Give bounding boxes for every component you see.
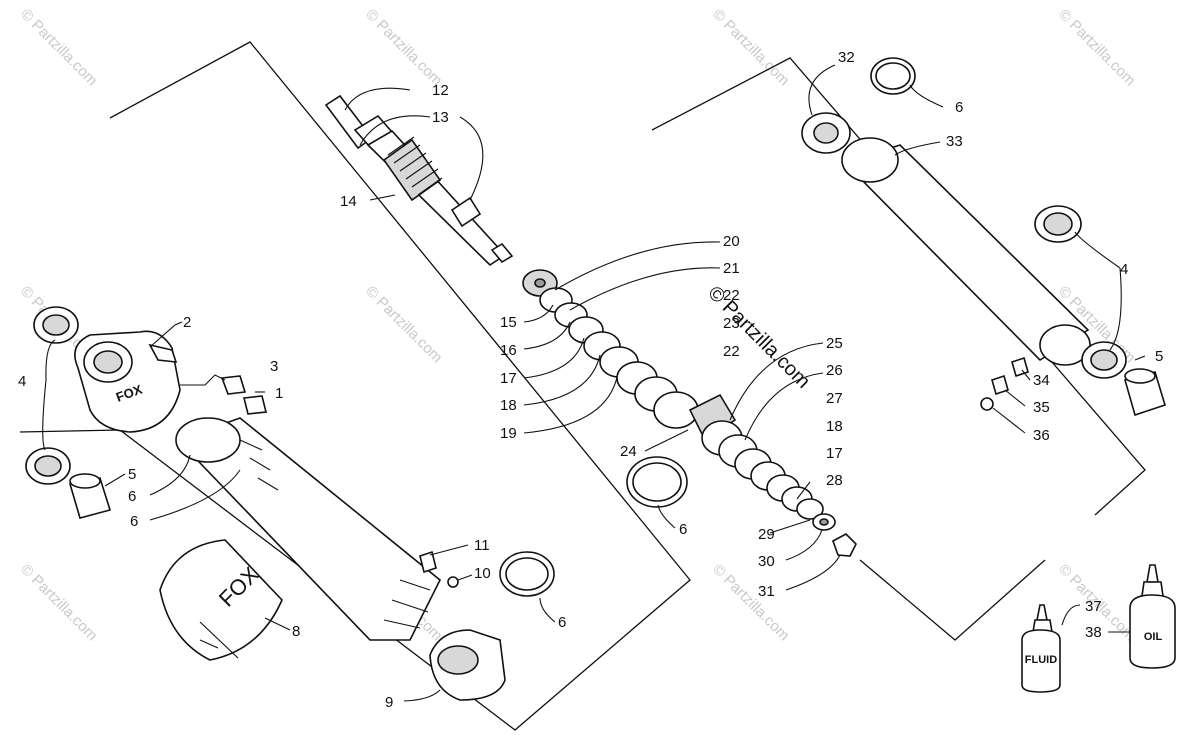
callout-label: 16 xyxy=(500,342,517,359)
callout-label: 13 xyxy=(432,109,449,126)
callout-label: 22 xyxy=(723,343,740,360)
callout-label: 19 xyxy=(500,425,517,442)
fitting-1 xyxy=(243,395,267,415)
seal-6-upper xyxy=(870,57,916,95)
left-assembly-frame xyxy=(19,41,691,731)
callout-label: 28 xyxy=(826,472,843,489)
watermark: © Partzilla.com xyxy=(362,283,445,366)
callout-label: 32 xyxy=(838,49,855,66)
callout-labels: 1 2 3 4 5 5 6 6 6 6 6 7 8 9 10 11 12 13 … xyxy=(18,49,1163,711)
seal-6-center xyxy=(626,456,688,508)
callout-label: 18 xyxy=(500,397,517,414)
fitting-34 xyxy=(1011,356,1029,378)
fitting-35 xyxy=(991,374,1009,396)
watermark: © Partzilla.com xyxy=(362,6,445,89)
callout-label: 24 xyxy=(620,443,637,460)
callout-label: 5 xyxy=(128,466,136,483)
bushing-4-lower-right xyxy=(1081,341,1127,379)
reservoir-head: FOX xyxy=(74,330,181,433)
spacer-5-left xyxy=(68,473,112,519)
callout-label: 27 xyxy=(826,390,843,407)
valve-core xyxy=(419,550,437,574)
watermark: © Partzilla.com xyxy=(709,6,792,89)
callout-label: 3 xyxy=(270,358,278,375)
callout-label: 17 xyxy=(826,445,843,462)
callout-label: 37 xyxy=(1085,598,1102,615)
callout-label: 30 xyxy=(758,553,775,570)
callout-label: 33 xyxy=(946,133,963,150)
oil-bottle-label: OIL xyxy=(1144,631,1163,643)
callout-label: 18 xyxy=(826,418,843,435)
callout-label: 6 xyxy=(558,614,566,631)
callout-label: 8 xyxy=(292,623,300,640)
fluid-bottle-label: FLUID xyxy=(1025,654,1057,666)
callout-label: 36 xyxy=(1033,427,1050,444)
callout-label: 20 xyxy=(723,233,740,250)
shock-shaft xyxy=(324,94,514,267)
callout-label: 9 xyxy=(385,694,393,711)
watermark: © Partzilla.com xyxy=(709,561,792,644)
watermark: © Partzilla.com xyxy=(17,561,100,644)
callout-label: 25 xyxy=(826,335,843,352)
valve-stack xyxy=(522,269,857,557)
fitting-36 xyxy=(980,397,994,411)
callout-label: 17 xyxy=(500,370,517,387)
watermark: © Partzilla.com xyxy=(17,6,100,89)
watermark: © Partzilla.com xyxy=(1055,6,1138,89)
callout-label: 12 xyxy=(432,82,449,99)
callout-label: 10 xyxy=(474,565,491,582)
callout-label: 23 xyxy=(723,315,740,332)
callout-label: 15 xyxy=(500,314,517,331)
callout-label: 6 xyxy=(130,513,138,530)
fitting-3 xyxy=(220,375,247,395)
callout-label: 2 xyxy=(183,314,191,331)
callout-label: 34 xyxy=(1033,372,1050,389)
body-tube xyxy=(175,417,442,641)
callout-label: 4 xyxy=(18,373,26,390)
callout-label: 5 xyxy=(1155,348,1163,365)
end-cap xyxy=(429,629,506,701)
reservoir-cap xyxy=(801,112,851,154)
fluid-bottle: FLUID xyxy=(1021,604,1061,693)
bushing-4-upper-left xyxy=(33,306,79,344)
callout-label: 6 xyxy=(128,488,136,505)
center-watermark: © Partzilla.com xyxy=(703,282,814,393)
callout-label: 31 xyxy=(758,583,775,600)
callout-label: 4 xyxy=(1120,261,1128,278)
callout-label: 14 xyxy=(340,193,357,210)
reservoir-body xyxy=(841,137,1091,366)
valve-ball xyxy=(447,576,459,588)
bushing-4-lower-left xyxy=(25,447,71,485)
callout-label: 21 xyxy=(723,260,740,277)
spacer-5-right xyxy=(1124,368,1166,417)
callout-label: 38 xyxy=(1085,624,1102,641)
callout-label: 6 xyxy=(679,521,687,538)
callout-label: 1 xyxy=(275,385,283,402)
callout-label: 29 xyxy=(758,526,775,543)
callout-label: 11 xyxy=(474,537,490,554)
callout-label: 6 xyxy=(955,99,963,116)
callout-label: 26 xyxy=(826,362,843,379)
callout-label: 22 xyxy=(723,287,740,304)
callout-leaders xyxy=(42,64,1146,702)
oil-bottle: OIL xyxy=(1129,564,1176,669)
fitting-leader xyxy=(180,374,226,386)
callout-label: 35 xyxy=(1033,399,1050,416)
bushing-4-upper-right xyxy=(1034,205,1082,243)
seal-6-lower xyxy=(499,551,555,597)
sleeve: FOX xyxy=(159,539,283,661)
